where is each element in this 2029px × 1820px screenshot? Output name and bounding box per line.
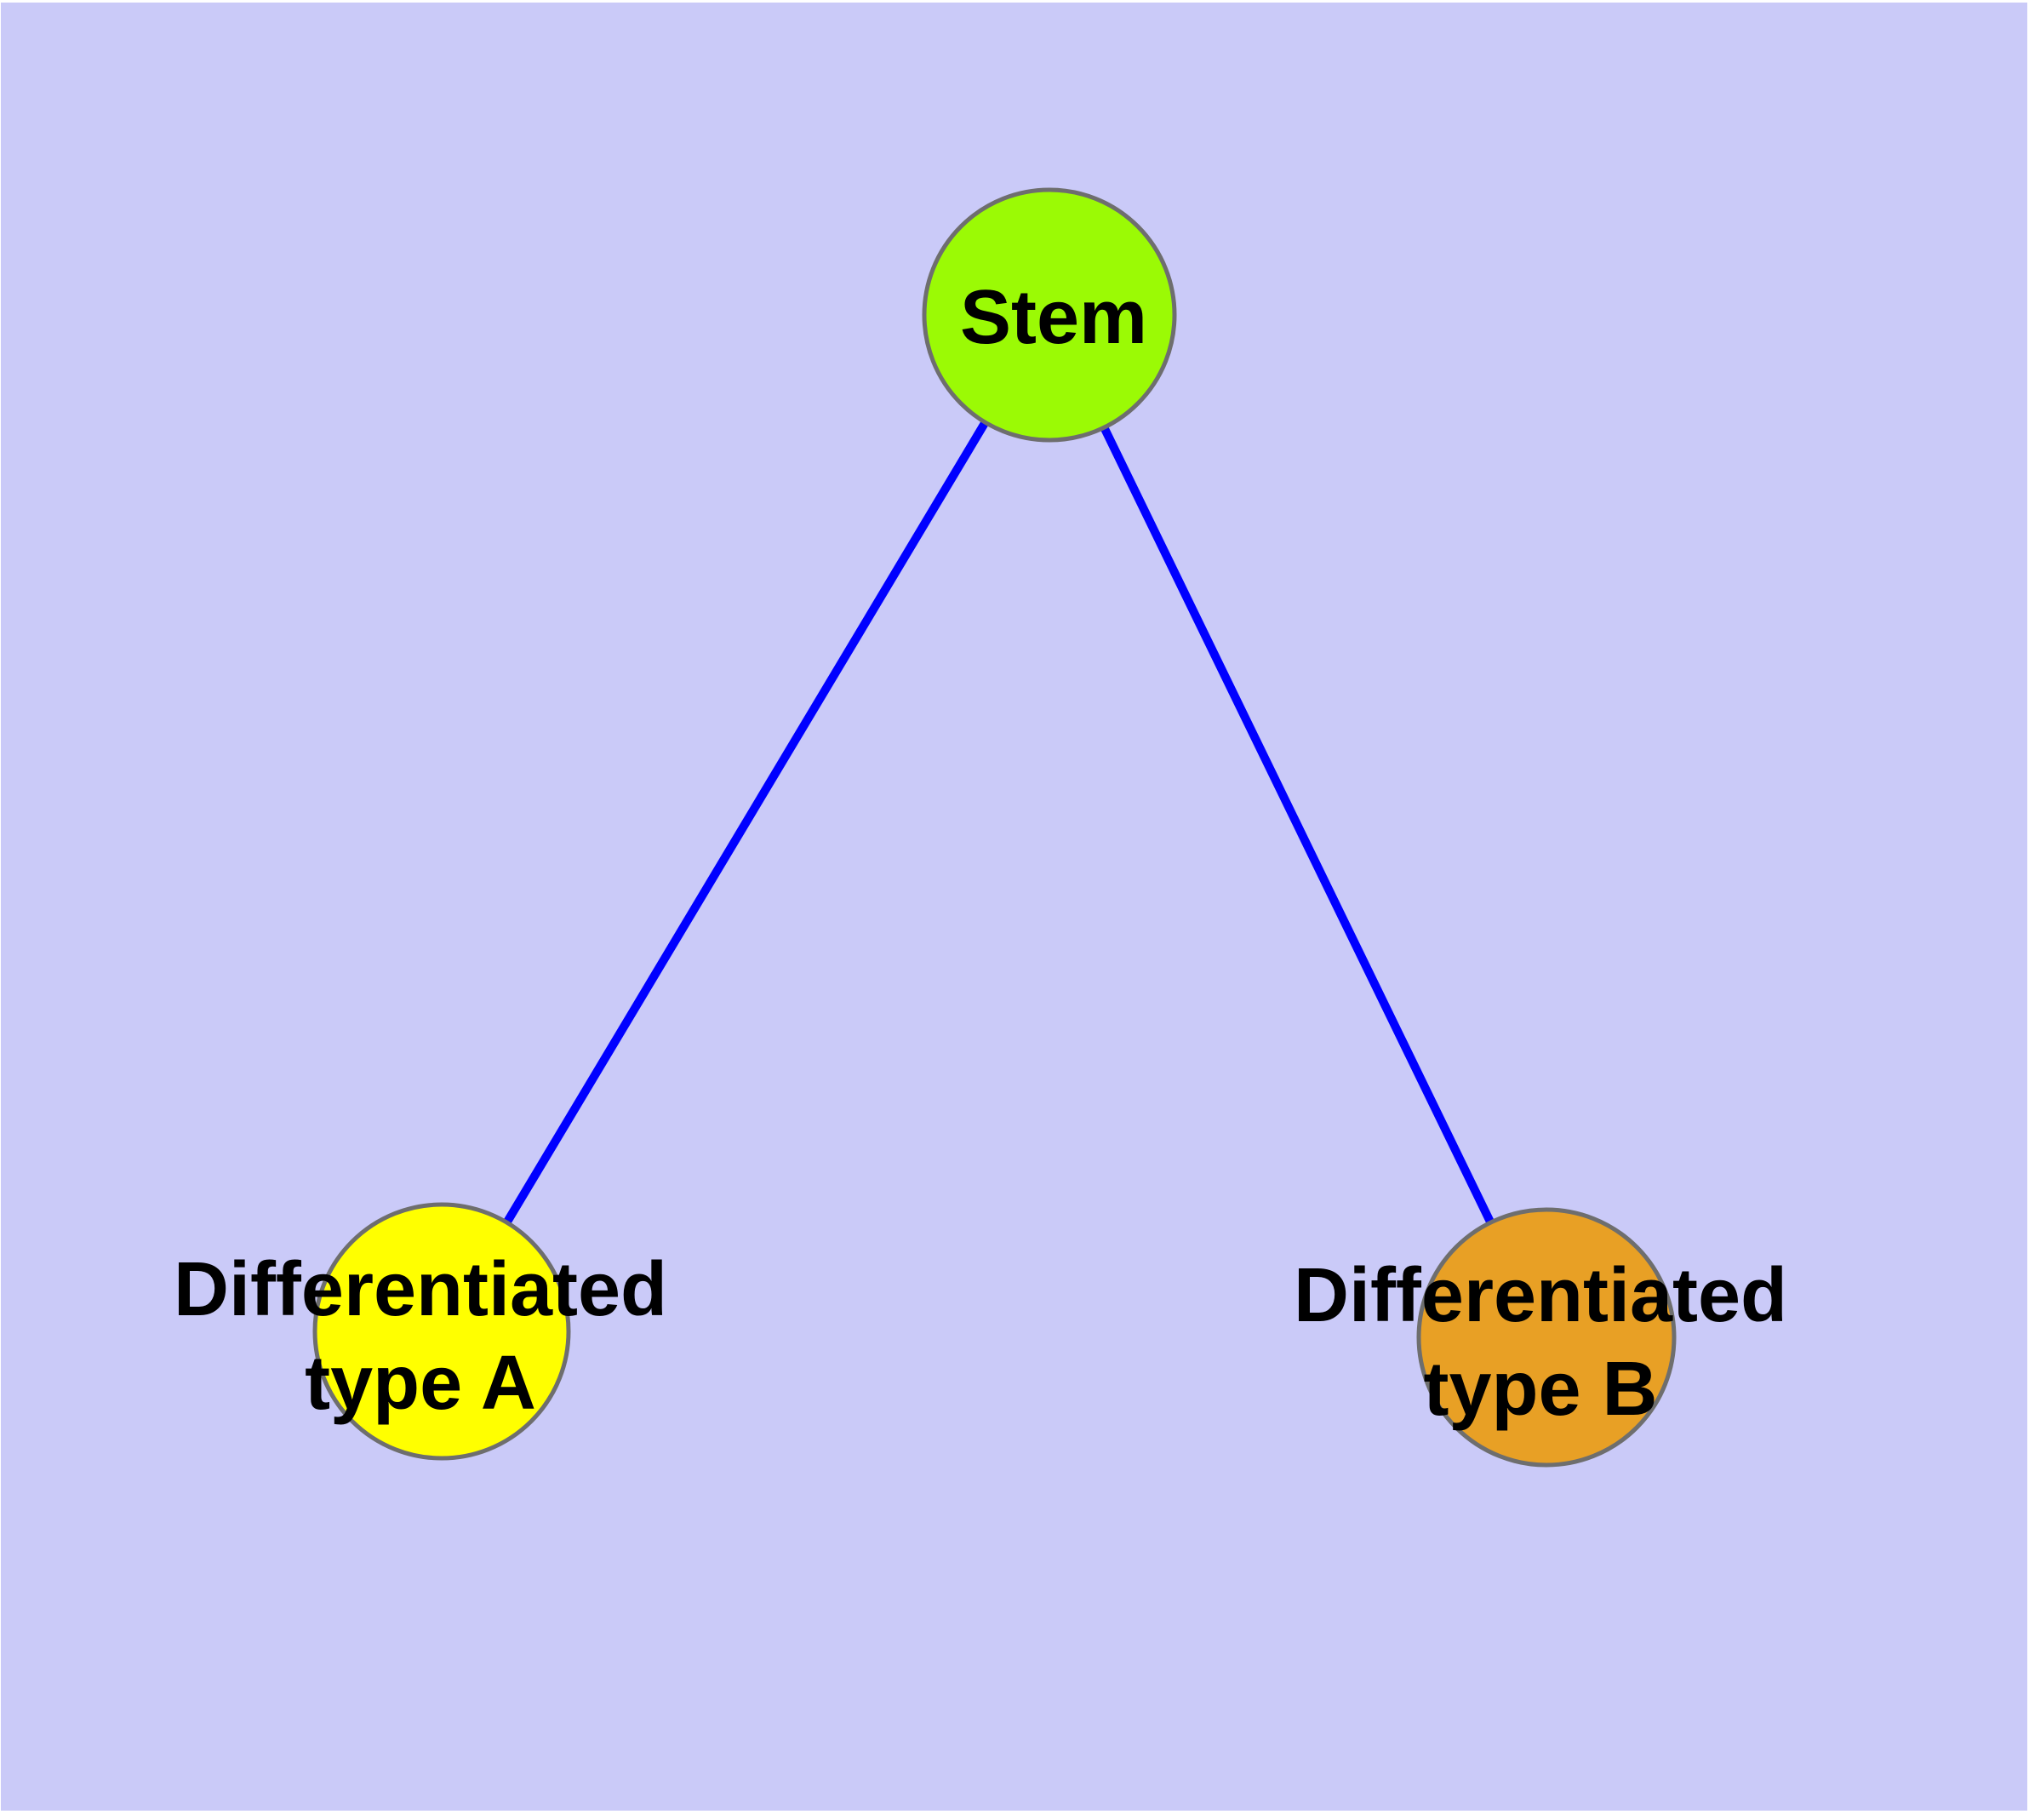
node-differentiated-type-a-label-line2: type A — [305, 1341, 536, 1426]
node-differentiated-type-b: Differentiated type B — [1294, 1207, 1787, 1468]
node-stem: Stem — [922, 187, 1177, 443]
node-stem-circle[interactable] — [922, 187, 1177, 443]
node-differentiated-type-b-label-line1: Differentiated — [1294, 1253, 1787, 1338]
node-differentiated-type-a-label-line1: Differentiated — [174, 1247, 667, 1332]
node-stem-label: Stem — [960, 275, 1147, 360]
node-differentiated-type-a-circle[interactable] — [312, 1202, 571, 1461]
edge-stem-to-type-a — [437, 312, 1054, 1334]
node-differentiated-type-b-circle[interactable] — [1416, 1207, 1677, 1468]
node-differentiated-type-b-label-line2: type B — [1423, 1347, 1657, 1432]
node-differentiated-type-a: Differentiated type A — [174, 1202, 667, 1461]
edge-stem-to-type-b — [1045, 312, 1551, 1340]
edge-layer — [437, 312, 1551, 1340]
